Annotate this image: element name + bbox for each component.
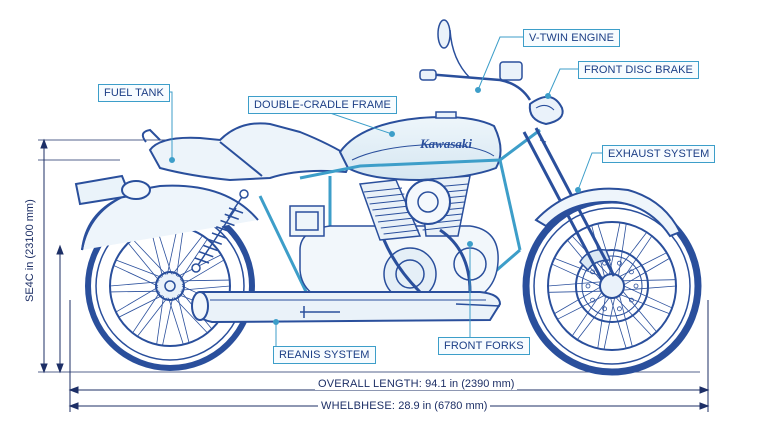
engine <box>289 175 499 305</box>
callout-frame: DOUBLE-CRADLE FRAME <box>248 96 397 114</box>
front-fender <box>534 187 682 238</box>
wheelbase-label: WHELBHESE: <box>321 400 396 412</box>
overall-length-dim: OVERALL LENGTH: 94.1 in (2390 mm) <box>315 378 518 390</box>
callout-rear-system: REANIS SYSTEM <box>273 346 376 364</box>
callout-front-forks: FRONT FORKS <box>438 337 530 355</box>
rear-shock <box>191 189 249 273</box>
front-wheel <box>522 196 702 376</box>
seat-height-dim: SE4C in (23100 mm) <box>24 199 36 302</box>
seat <box>141 122 354 182</box>
overall-length-value: 94.1 in (2390 mm) <box>425 378 515 390</box>
overall-length-label: OVERALL LENGTH: <box>318 378 423 390</box>
callout-fuel-tank: FUEL TANK <box>98 84 170 102</box>
seat-height-label: SE4C <box>24 273 36 302</box>
headlight <box>528 96 564 126</box>
brand-logo: Kawasaki <box>419 136 472 151</box>
wheelbase-value: 28.9 in (6780 mm) <box>398 400 488 412</box>
handlebar <box>419 19 532 101</box>
wheelbase-dim: WHELBHESE: 28.9 in (6780 mm) <box>318 400 491 412</box>
exhaust <box>191 228 502 324</box>
callout-engine: V-TWIN ENGINE <box>523 29 621 47</box>
rear-fender <box>74 174 259 251</box>
callout-front-brake: FRONT DISC BRAKE <box>578 61 699 79</box>
callout-exhaust: EXHAUST SYSTEM <box>602 145 716 163</box>
footpegs <box>300 303 501 318</box>
seat-height-value: in (23100 mm) <box>24 199 36 271</box>
rear-wheel <box>85 201 255 371</box>
